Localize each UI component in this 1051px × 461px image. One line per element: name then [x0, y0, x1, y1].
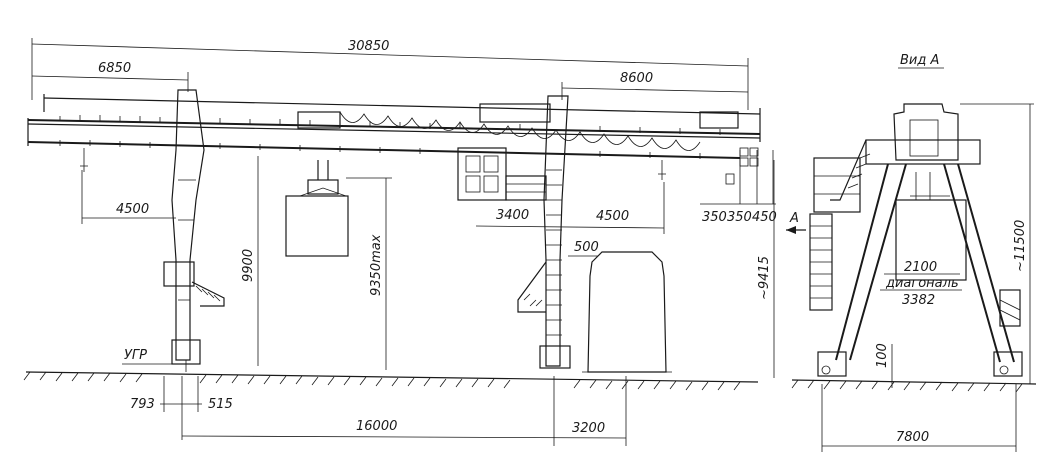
dim-side-diagonal-value: 3382: [902, 293, 935, 308]
ground-level-text: УГР: [124, 348, 147, 363]
dim-end-offsets: 350 350 450: [700, 203, 777, 225]
dim-lift-9900: 9900: [241, 156, 259, 366]
right-leg: [517, 95, 571, 369]
ground-line-side: [791, 379, 1037, 393]
hook-and-container: [285, 160, 349, 257]
dim-hook-left-text: 4500: [116, 202, 149, 217]
dim-right-cantilever: 8600: [561, 71, 749, 100]
dim-450-text: 450: [752, 210, 777, 225]
ground-level-mark: УГР: [122, 348, 178, 365]
dim-350a-text: 350: [702, 210, 727, 225]
view-arrow-label: А: [789, 211, 799, 226]
railcar-outline: [582, 251, 672, 373]
left-leg: [163, 89, 225, 372]
dim-side-base-100-text: 100: [875, 343, 890, 368]
dim-rail-offsets: 793 515: [130, 376, 233, 440]
dim-track: 16000 3200: [181, 376, 627, 446]
dim-lift-9900-text: 9900: [241, 249, 256, 282]
dim-side-height: ~11500: [960, 103, 1034, 384]
dim-left-cantilever: 6850: [31, 61, 189, 92]
ground-line-main: [23, 371, 759, 391]
view-arrow-a: А: [786, 211, 806, 234]
side-view-frame: [809, 103, 1023, 377]
auxiliary-hooks: [80, 148, 666, 180]
dim-side-height-text: ~11500: [1013, 220, 1028, 272]
dim-height-9415: ~9415: [757, 160, 775, 378]
dim-hook-right-text: 4500: [596, 209, 629, 224]
dim-side-base-7800: 7800: [821, 384, 1017, 452]
dim-cab-text: 3400: [496, 208, 529, 223]
dim-total-span: 30850: [31, 38, 749, 110]
dim-left-cantilever-text: 6850: [98, 61, 131, 76]
dim-height-9415-text: ~9415: [757, 256, 772, 300]
dim-350b-text: 350: [727, 210, 752, 225]
operator-cab: [457, 147, 547, 201]
dim-track-3200-text: 3200: [572, 421, 605, 436]
dim-rail-793-text: 793: [130, 397, 155, 412]
dim-cab-hook: 3400 4500: [475, 182, 665, 234]
side-view-title: Вид А: [900, 53, 939, 68]
main-girder: [27, 94, 761, 159]
dim-side-base-100: 100: [875, 343, 893, 388]
dim-lift-max: 9350max: [346, 177, 392, 370]
dim-side-base-7800-text: 7800: [896, 430, 929, 445]
dim-wagon-500-text: 500: [574, 240, 599, 255]
dim-lift-max-text: 9350max: [369, 234, 384, 296]
girder-end-details: [725, 147, 774, 204]
dim-right-cantilever-text: 8600: [620, 71, 653, 86]
dim-track-16000-text: 16000: [356, 419, 397, 434]
dim-wagon-500: 500: [568, 240, 599, 257]
dim-total-span-text: 30850: [348, 39, 389, 54]
dim-rail-515-text: 515: [208, 397, 233, 412]
dim-hook-left: 4500: [81, 170, 176, 224]
dim-side-2100-text: 2100: [904, 260, 937, 275]
dim-side-container: 2100 диагональ 3382: [880, 260, 962, 308]
dim-side-diagonal-label: диагональ: [885, 276, 959, 291]
